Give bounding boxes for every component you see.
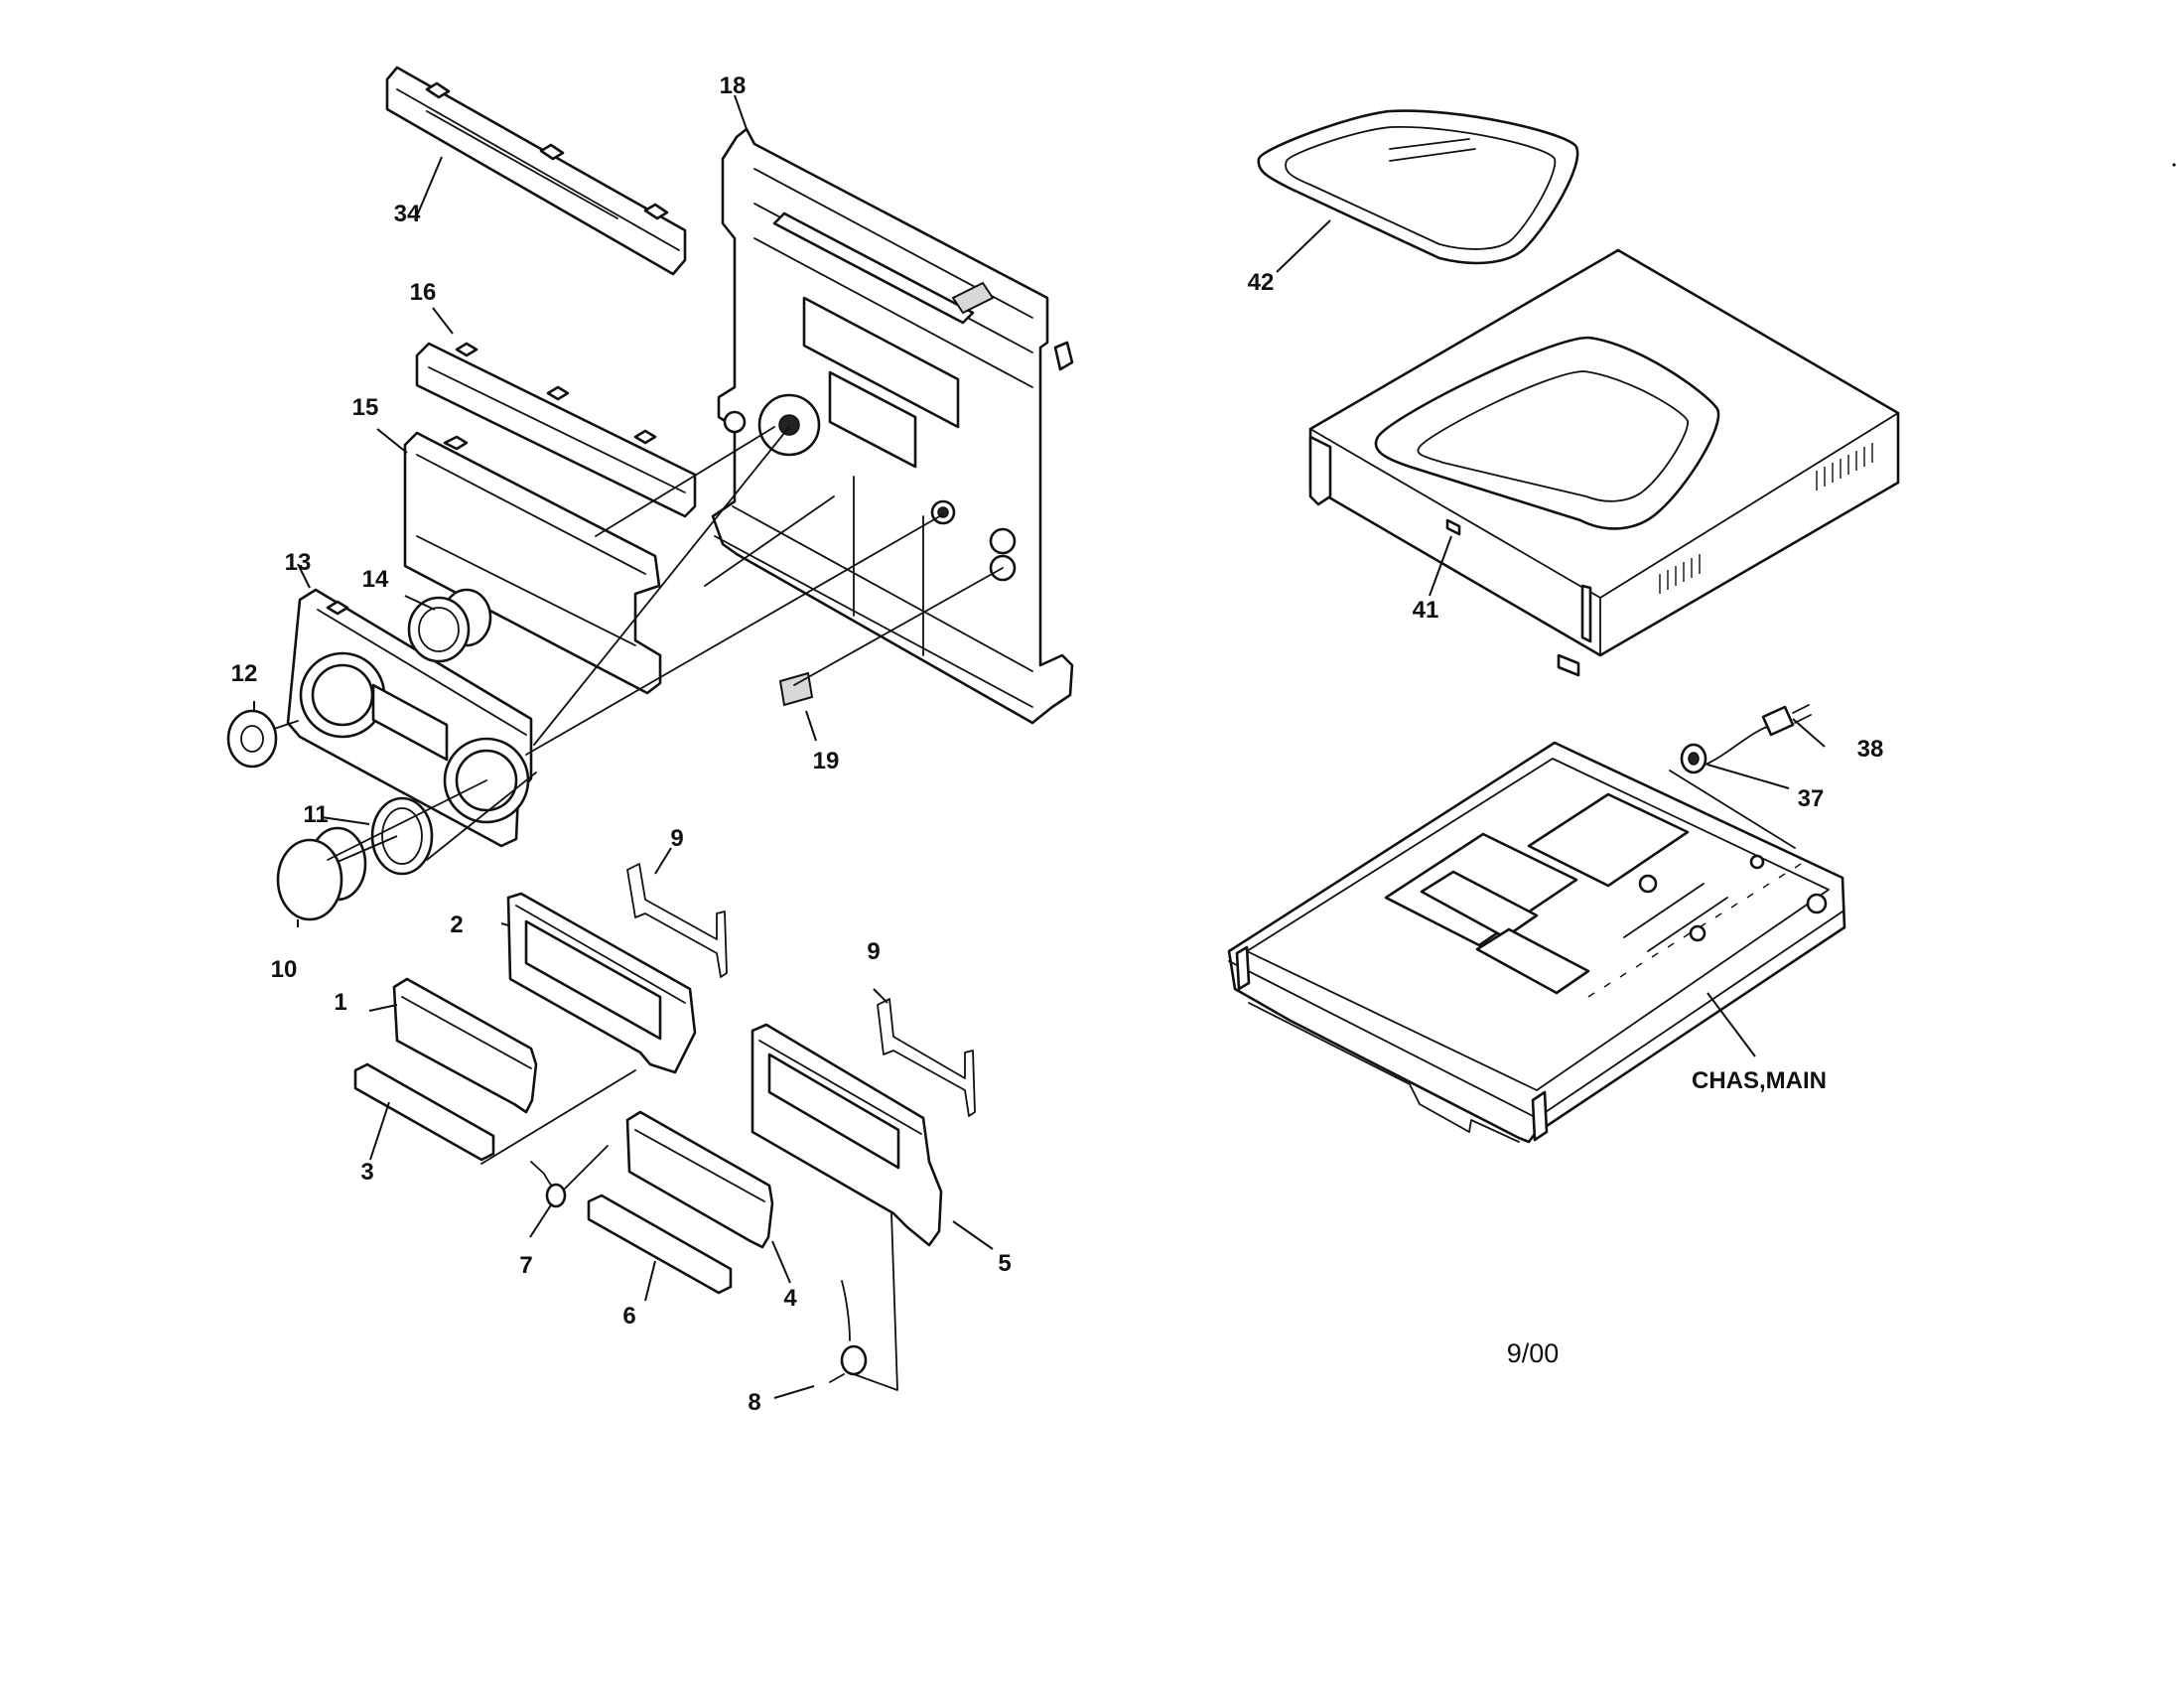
part-19-small-insert <box>778 671 814 707</box>
callout-16: 16 <box>410 279 437 306</box>
part-9-bracket-right <box>877 998 976 1117</box>
callout-2: 2 <box>450 912 463 938</box>
part-9-bracket-left <box>626 863 728 978</box>
part-4-cover-right <box>625 1110 774 1249</box>
callout-4: 4 <box>783 1285 797 1312</box>
part-6-bar-right <box>587 1193 733 1295</box>
callout-37: 37 <box>1798 785 1825 812</box>
callout-15: 15 <box>352 394 379 421</box>
part-18-front-chassis <box>711 127 1074 725</box>
callout-7: 7 <box>519 1252 532 1279</box>
part-2-cassette-door-left <box>506 892 697 1074</box>
part-38-power-cord <box>1705 704 1812 766</box>
part-15-bracket-frame <box>403 431 662 695</box>
part-42-lid <box>1257 109 1579 265</box>
part-7-spring <box>530 1145 609 1208</box>
callout-10: 10 <box>271 956 298 983</box>
part-3-bar-left <box>353 1062 495 1162</box>
callout-12: 12 <box>231 660 258 687</box>
callout-5: 5 <box>998 1250 1011 1277</box>
callout-13: 13 <box>285 549 312 576</box>
callout-38: 38 <box>1857 736 1884 763</box>
callout-41: 41 <box>1413 597 1439 624</box>
callout-9-right: 9 <box>867 938 880 965</box>
callout-9-left: 9 <box>670 825 683 852</box>
revision-date: 9/00 <box>1507 1338 1560 1368</box>
callout-8: 8 <box>748 1389 760 1416</box>
part-10-large-knob <box>276 826 367 921</box>
callout-19: 19 <box>813 748 840 774</box>
part-37-grommet <box>1680 743 1707 774</box>
stray-dot <box>2172 163 2176 167</box>
part-14-knob <box>407 588 492 663</box>
callout-14: 14 <box>362 566 389 593</box>
callout-labels: 18 34 16 15 13 14 12 11 10 9 2 1 9 3 7 5… <box>231 72 1884 1416</box>
callout-3: 3 <box>360 1159 373 1186</box>
callout-18: 18 <box>720 72 747 99</box>
leader-lines <box>253 94 1826 1399</box>
part-34-top-trim <box>385 66 687 276</box>
part-5-cassette-door-right <box>751 1023 943 1247</box>
callout-1: 1 <box>334 989 346 1016</box>
chassis-main-tray <box>1227 741 1846 1144</box>
part-12-small-knob <box>226 709 299 769</box>
part-8-spring <box>829 1280 868 1383</box>
part-1-cover-left <box>392 977 538 1114</box>
callout-6: 6 <box>622 1303 635 1330</box>
callout-11: 11 <box>303 801 328 828</box>
callout-chas-main: CHAS,MAIN <box>1692 1067 1827 1094</box>
part-11-ring <box>370 796 434 876</box>
callout-34: 34 <box>394 201 421 227</box>
callout-42: 42 <box>1248 269 1275 296</box>
cabinet-top-cover <box>1308 248 1900 677</box>
part-16-bezel-strip <box>415 342 697 518</box>
